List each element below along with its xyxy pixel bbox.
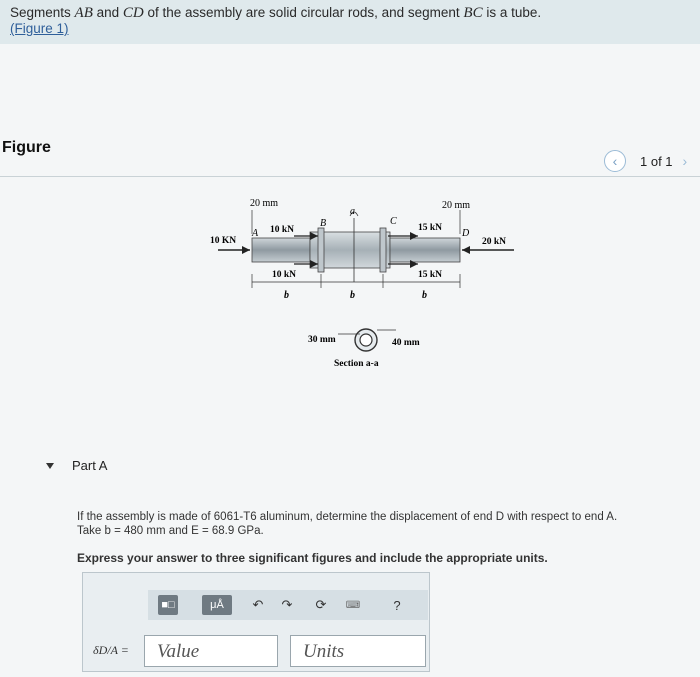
figure-divider [0,176,700,177]
part-a-header[interactable]: Part A [46,458,107,473]
point-b: B [320,218,326,229]
force-left-arrowhead [242,246,250,254]
question-banner: Segments AB and CD of the assembly are s… [0,0,700,44]
force-c-bottom-label: 15 kN [418,270,442,280]
assembly-diagram: 20 mm 20 mm 10 KN A 10 kN B 10 kN a C 15… [210,198,514,369]
section-inner-circle [359,333,373,347]
force-b-bottom-arrowhead [310,260,318,268]
question-prefix: Segments [10,5,75,20]
rod-ab [251,237,311,263]
force-left-label: 10 KN [210,236,236,246]
question-text: Segments AB and CD of the assembly are s… [10,5,541,22]
problem-statement: If the assembly is made of 6061-T6 alumi… [77,510,697,538]
segment-ab: AB [74,5,93,21]
length-b1: b [284,290,289,301]
point-c: C [390,216,397,227]
force-c-top-label: 15 kN [418,223,442,233]
force-b-top-label: 10 kN [270,225,294,235]
problem-line-1: If the assembly is made of 6061-T6 alumi… [77,511,618,523]
problem-line-2: Take b = 480 mm and E = 68.9 GPa. [77,525,264,537]
collapse-triangle-icon[interactable] [46,462,54,469]
question-and: and [92,5,123,20]
section-label-a: a [350,206,355,217]
section-outer-label: 40 mm [392,338,420,348]
question-middle: of the assembly are solid circular rods,… [143,5,464,20]
value-input[interactable]: Value [144,635,278,667]
figure-link[interactable]: (Figure 1) [10,21,69,36]
chevron-right-icon[interactable]: › [682,153,688,169]
force-c-top-arrowhead [410,232,418,240]
dim-right-label: 20 mm [442,200,470,211]
point-a: A [251,228,259,239]
template-icon[interactable]: ■□ [158,595,178,615]
section-inner-label: 30 mm [308,335,336,345]
part-a-label: Part A [72,458,108,473]
help-button[interactable]: ? [393,597,401,613]
instruction-text: Express your answer to three significant… [77,551,548,565]
undo-icon[interactable]: ↶ [252,597,264,612]
force-b-top-arrowhead [310,232,318,240]
chevron-left-icon[interactable]: ‹ [604,150,626,172]
collar-c [379,227,387,273]
force-right-label: 20 kN [482,237,506,247]
section-caption: Section a-a [334,359,379,369]
figure-pager: ‹ 1 of 1 › [604,150,687,172]
section-cut-arrow [349,211,359,217]
rod-cd [389,237,461,263]
equation-toolbar [148,590,428,620]
length-b2: b [350,290,355,301]
pager-count: 1 of 1 [640,153,673,169]
force-c-bottom-arrowhead [410,260,418,268]
units-input[interactable]: Units [290,635,426,667]
question-suffix: is a tube. [482,5,542,20]
collar-b [317,227,325,273]
dim-left-label: 20 mm [250,198,278,209]
force-right-arrowhead [462,246,470,254]
answer-variable-label: δD/A = [93,643,129,657]
mu-angstrom-button[interactable]: μÅ [202,595,232,615]
segment-cd: CD [122,5,144,21]
length-b3: b [422,290,427,301]
redo-icon[interactable]: ↷ [281,597,293,612]
reset-icon[interactable]: ⟳ [315,597,327,612]
segment-bc: BC [463,5,483,21]
point-d: D [461,228,470,239]
keyboard-icon[interactable]: ⌨ [345,599,361,611]
force-b-bottom-label: 10 kN [272,270,296,280]
figure-title: Figure [2,139,51,156]
